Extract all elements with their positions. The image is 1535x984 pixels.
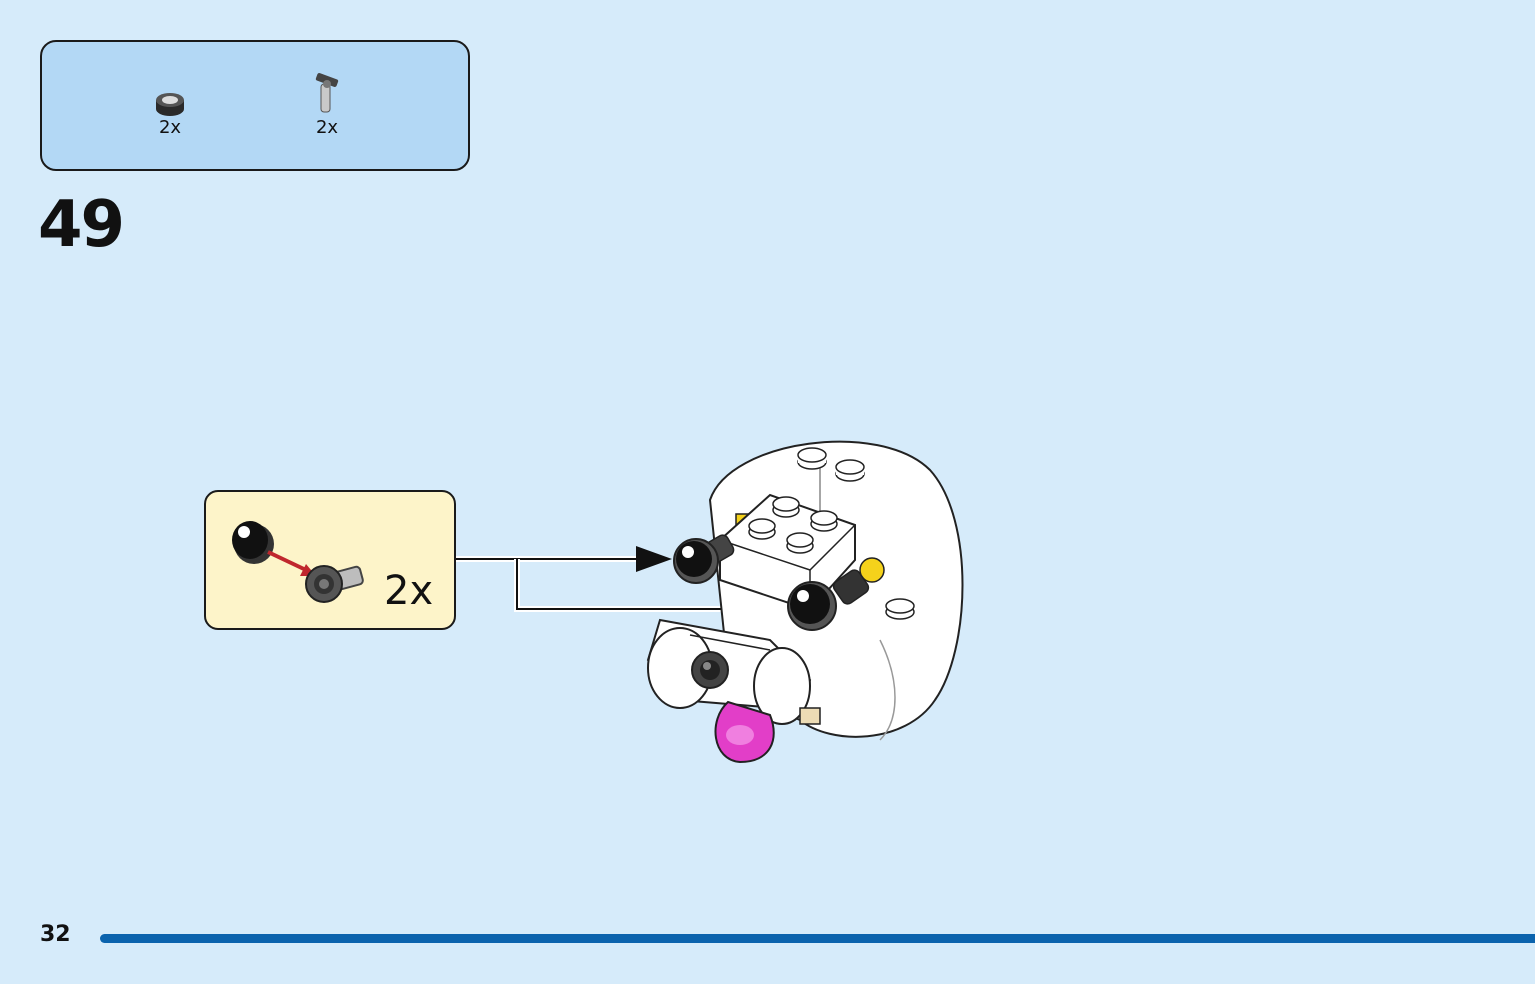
clip-bracket-icon <box>315 73 339 113</box>
round-tile-black-icon <box>156 93 184 116</box>
pointer-arrow-icon <box>636 546 672 572</box>
subassembly-callout: 2x <box>204 490 456 630</box>
page-number: 32 <box>40 922 71 947</box>
clip-round-plate-icon <box>305 565 364 603</box>
part-quantity: 2x <box>315 117 339 138</box>
eye-icon <box>787 569 870 631</box>
subassembly-illustration <box>232 521 364 603</box>
parts-list-item: 2x <box>140 88 200 138</box>
part-quantity: 2x <box>158 117 182 138</box>
footer-bar <box>100 934 1535 943</box>
parts-list-box: 2x 2x <box>40 40 470 171</box>
eye-tile-icon <box>232 521 274 564</box>
step-number: 49 <box>38 188 125 262</box>
eye-icon <box>673 534 735 584</box>
parts-list-item: 2x <box>297 72 357 138</box>
callout-quantity: 2x <box>384 568 434 614</box>
unicorn-head-model <box>646 440 964 764</box>
